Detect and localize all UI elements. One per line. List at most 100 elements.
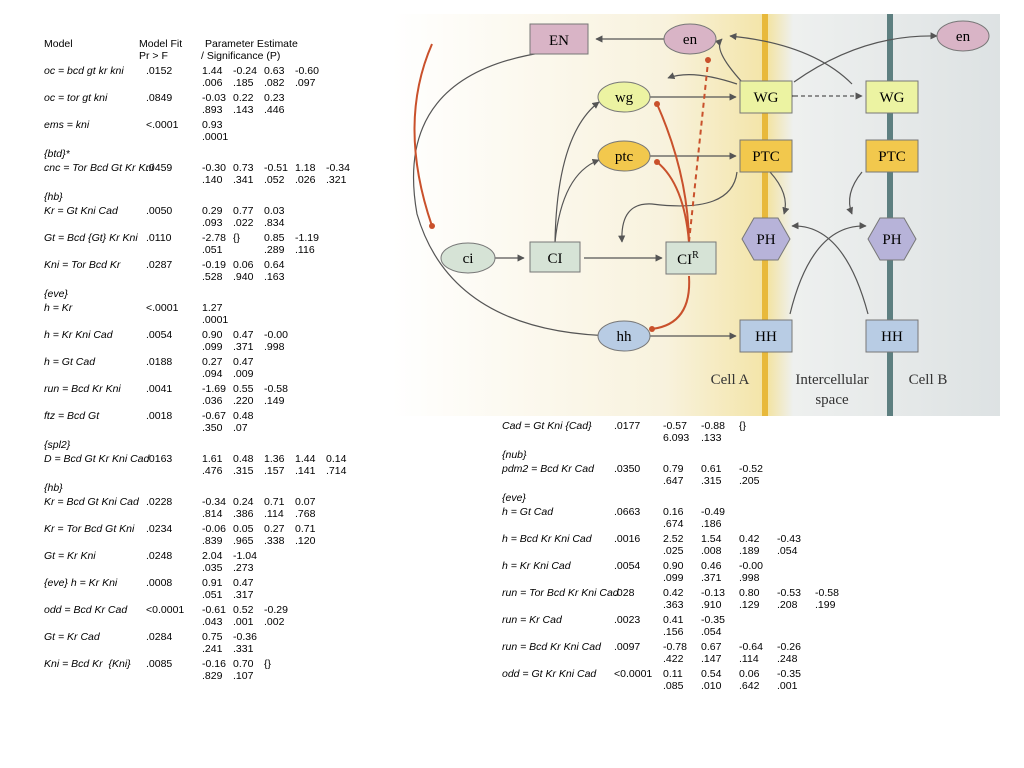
arrow-PTC-to-PH — [769, 171, 790, 215]
parameter-estimate: 1.36 — [264, 453, 285, 465]
parameter-estimate: 2.04 — [202, 550, 223, 562]
parameter-estimate: 0.91 — [202, 577, 223, 589]
significance-value: .114 — [739, 653, 759, 665]
parameter-estimate: 0.48 — [233, 410, 254, 422]
parameter-estimate: 0.70 — [233, 658, 254, 670]
model-equation: oc = tor gt kni — [44, 92, 108, 104]
model-fit-value: .0097 — [614, 641, 641, 653]
ptc-gene-label: ptc — [615, 149, 634, 165]
significance-value: .163 — [264, 271, 285, 283]
header-model-fit-sub: Pr > F — [139, 50, 168, 62]
significance-value: .009 — [233, 368, 254, 380]
significance-value: .07 — [233, 422, 248, 434]
significance-value: .008 — [701, 545, 722, 557]
cell-a-membrane — [762, 14, 768, 416]
significance-value: .140 — [202, 174, 223, 186]
model-fit-value: .0228 — [146, 496, 173, 508]
HH-box-cell-b — [865, 319, 919, 353]
parameter-estimate: 0.24 — [233, 496, 254, 508]
header-param-sub: / Significance (P) — [201, 50, 281, 62]
model-equation: h = Kr — [44, 302, 73, 314]
parameter-estimate: -0.49 — [701, 506, 725, 518]
PH-label-cell-a: PH — [756, 232, 775, 248]
HH-box-cell-a — [739, 319, 793, 353]
arrow-HH-to-PHb — [789, 222, 867, 315]
model-equation: h = Gt Cad — [44, 356, 96, 368]
activation-dot-wg — [654, 101, 660, 107]
significance-value: .043 — [202, 616, 223, 628]
parameter-estimate: 0.22 — [233, 92, 254, 104]
model-fit-value: .0248 — [146, 550, 173, 562]
model-equation: run = Tor Bcd Kr Kni Cad — [502, 587, 619, 599]
CI-protein-box — [529, 241, 581, 273]
PTC-label-cell-b: PTC — [878, 149, 906, 165]
model-fit-value: <0.0001 — [146, 604, 185, 616]
model-equation: Gt = Kr Kni — [44, 550, 96, 562]
parameter-estimate: -0.34 — [202, 496, 226, 508]
significance-value: .205 — [739, 475, 760, 487]
parameter-estimate: -0.51 — [264, 162, 288, 174]
model-fit-value: .0050 — [146, 205, 173, 217]
HH-label-cell-b: HH — [881, 329, 903, 345]
en-gene-a-label: en — [683, 32, 698, 48]
model-equation: h = Bcd Kr Kni Cad — [502, 533, 592, 545]
activation-CIR-to-ptc — [656, 161, 690, 243]
arrow-WG-to-wg — [667, 72, 738, 85]
parameter-estimate: 0.27 — [202, 356, 223, 368]
significance-value: .386 — [233, 508, 254, 520]
parameter-estimate: 0.80 — [739, 587, 760, 599]
model-fit-value: .0152 — [146, 65, 173, 77]
significance-value: .036 — [202, 395, 223, 407]
cell-b-membrane — [887, 14, 893, 416]
significance-value: .099 — [202, 341, 223, 353]
PTC-label-cell-a: PTC — [752, 149, 780, 165]
parameter-estimate: -0.35 — [701, 614, 725, 626]
arrow-HHb-to-PH — [791, 222, 869, 315]
parameter-estimate: 0.71 — [264, 496, 285, 508]
model-fit-value: .0234 — [146, 523, 173, 535]
parameter-estimate: 2.52 — [663, 533, 684, 545]
parameter-estimate: {} — [233, 232, 241, 244]
significance-value: .363 — [663, 599, 684, 611]
parameter-estimate: -0.03 — [202, 92, 226, 104]
cell-b-label: Cell B — [909, 372, 948, 388]
significance-value: .002 — [264, 616, 285, 628]
significance-value: .965 — [233, 535, 254, 547]
parameter-estimate: 0.06 — [233, 259, 254, 271]
significance-value: .097 — [295, 77, 316, 89]
model-fit-value: .0023 — [614, 614, 641, 626]
significance-value: .114 — [264, 508, 284, 520]
parameter-estimate: -0.58 — [815, 587, 839, 599]
parameter-estimate: -0.26 — [777, 641, 801, 653]
section-heading: {nub} — [502, 449, 527, 461]
significance-value: .674 — [663, 518, 684, 530]
model-fit-value: .0085 — [146, 658, 173, 670]
model-equation: Gt = Bcd {Gt} Kr Kni — [44, 232, 138, 244]
hh-gene — [597, 320, 651, 352]
significance-value: .185 — [233, 77, 254, 89]
significance-value: .054 — [701, 626, 722, 638]
parameter-estimate: -0.35 — [777, 668, 801, 680]
model-fit-value: .0054 — [146, 329, 173, 341]
CI-protein-label: CI — [548, 251, 563, 267]
significance-value: .082 — [264, 77, 285, 89]
model-fit-value: .0041 — [146, 383, 173, 395]
parameter-estimate: -0.58 — [264, 383, 288, 395]
model-equation: ems = kni — [44, 119, 90, 131]
parameter-estimate: -0.36 — [233, 631, 257, 643]
parameter-estimate: -2.78 — [202, 232, 226, 244]
parameter-estimate: 0.52 — [233, 604, 254, 616]
en-gene-a — [663, 23, 717, 55]
significance-value: .051 — [202, 244, 223, 256]
parameter-estimate: -0.67 — [202, 410, 226, 422]
parameter-estimate: 0.79 — [663, 463, 684, 475]
wg-gene-label: wg — [615, 90, 634, 106]
significance-value: .422 — [663, 653, 684, 665]
en-gene-b — [936, 20, 990, 52]
model-fit-value: <0.0001 — [614, 668, 653, 680]
model-equation: h = Gt Cad — [502, 506, 554, 518]
parameter-estimate: 0.42 — [663, 587, 684, 599]
significance-value: .338 — [264, 535, 285, 547]
parameter-estimate: 0.64 — [264, 259, 285, 271]
parameter-estimate: -0.06 — [202, 523, 226, 535]
